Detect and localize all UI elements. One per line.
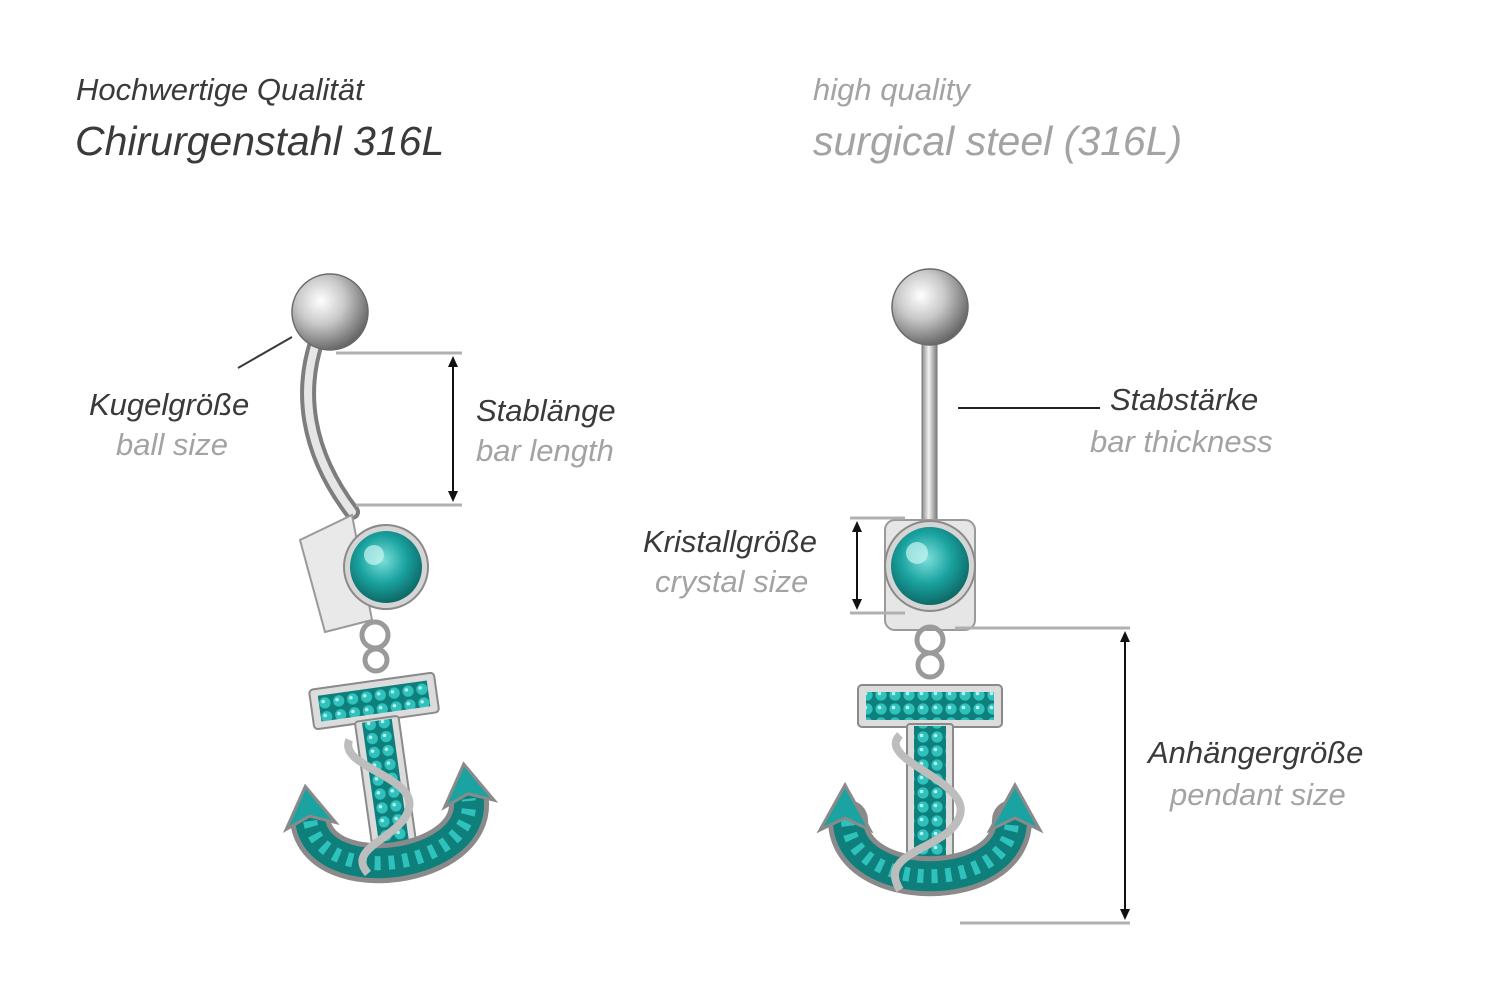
right-piercing	[816, 268, 1044, 897]
heading-material-de: Chirurgenstahl 316L	[75, 118, 445, 164]
anchor-pendant-icon-right	[816, 684, 1044, 897]
heading-material-en: surgical steel (316L)	[813, 118, 1183, 164]
measurement-guides	[237, 336, 1130, 925]
bar-thickness-label-de: Stabstärke	[1110, 382, 1259, 417]
bar-length-label-de: Stablänge	[476, 393, 616, 428]
heading-quality-de: Hochwertige Qualität	[76, 72, 364, 107]
pendant-size-label-en: pendant size	[1170, 777, 1346, 812]
bar-thickness-label-en: bar thickness	[1090, 424, 1273, 459]
left-piercing	[282, 273, 499, 884]
crystal-size-label-de: Kristallgröße	[643, 524, 817, 559]
bar-length-label-en: bar length	[476, 433, 614, 468]
ball-icon-right	[891, 268, 969, 346]
ball-size-label-en: ball size	[116, 427, 228, 462]
ball-icon	[291, 273, 369, 351]
crystal-size-label-en: crystal size	[655, 564, 809, 599]
ball-size-label-de: Kugelgröße	[89, 387, 250, 422]
heading-quality-en: high quality	[813, 72, 970, 107]
anchor-pendant-icon	[282, 671, 499, 884]
pendant-size-label-de: Anhängergröße	[1148, 735, 1364, 770]
